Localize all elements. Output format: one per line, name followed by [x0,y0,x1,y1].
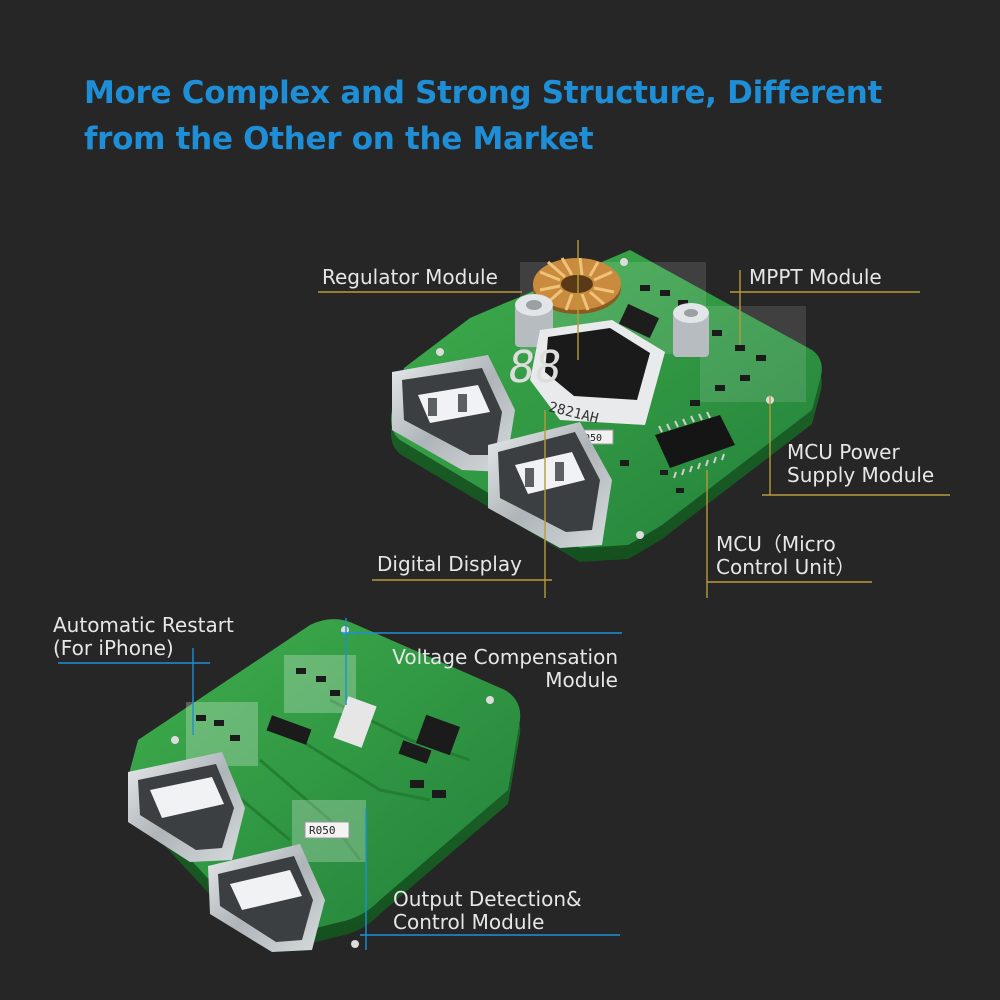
display-digits: 88 [505,342,565,393]
bottom-usb-port-1 [128,752,245,862]
usb-port-2 [488,422,612,548]
mcu-power-supply-label: MCU Power Supply Module [787,441,934,487]
regulator-module-label: Regulator Module [322,265,498,289]
mcu-line-1: MCU（Micro [716,532,836,556]
mcu-chip [655,411,735,479]
mcu-power-supply-line-1: MCU Power [787,440,900,464]
automatic-restart-label: Automatic Restart (For iPhone) [53,614,234,660]
voltage-compensation-line-1: Voltage Compensation [392,645,618,669]
output-detection-label: Output Detection& Control Module [393,888,582,934]
headline-line-2: from the Other on the Market [84,121,594,157]
digital-display-label: Digital Display [377,552,522,576]
automatic-restart-line-2: (For iPhone) [53,636,174,660]
bottom-shunt-resistor: R050 [304,821,350,839]
top-pcb: 88 2821AH R050 [391,250,822,562]
output-detection-line-2: Control Module [393,910,545,934]
automatic-restart-line-1: Automatic Restart [53,613,234,637]
voltage-compensation-label: Voltage Compensation Module [362,646,618,692]
mcu-label: MCU（Micro Control Unit） [716,533,855,579]
callout-lines-gold [318,240,950,598]
mcu-power-supply-line-2: Supply Module [787,463,935,487]
headline-line-1: More Complex and Strong Structure, Diffe… [84,75,882,111]
digital-display: 88 2821AH [505,320,665,427]
headline: More Complex and Strong Structure, Diffe… [84,70,944,162]
bottom-usb-port-2 [208,844,325,952]
toroid-inductor [533,257,621,314]
resistor-marking: R050 [578,433,602,444]
output-detection-line-1: Output Detection& [393,887,582,911]
bottom-pcb: R050 [128,619,521,952]
bottom-resistor-marking: R050 [309,824,336,837]
callout-lines-blue [58,618,622,950]
capacitor-left [515,294,553,347]
capacitor-right [673,303,709,357]
mppt-module-label: MPPT Module [749,265,882,289]
voltage-compensation-line-2: Module [545,668,618,692]
mcu-line-2: Control Unit） [716,555,856,579]
usb-port-1 [392,355,515,472]
